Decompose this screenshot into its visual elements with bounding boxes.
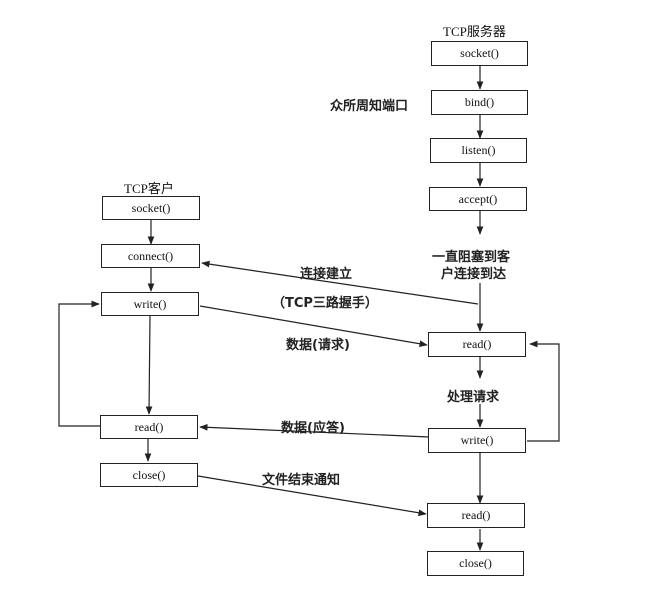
server-socket-box: socket()	[431, 41, 528, 66]
eof-notification-label: 文件结束通知	[262, 473, 341, 488]
connection-established-label: 连接建立	[300, 267, 353, 282]
three-way-handshake-label: （TCP三路握手）	[272, 296, 378, 311]
block-note-line2: 户连接到达	[441, 267, 507, 282]
arrow-eof-notification	[197, 475, 427, 517]
server-listen-box: listen()	[430, 138, 527, 163]
arrow-server-loop	[527, 340, 560, 442]
client-write-box: write()	[101, 292, 199, 316]
server-bind-box: bind()	[431, 90, 528, 115]
arrow-data-reply	[199, 423, 430, 438]
arrow-data-request	[199, 305, 428, 348]
well-known-port-label: 众所周知端口	[330, 99, 409, 114]
server-write-box: write()	[428, 428, 526, 453]
client-title: TCP客户	[124, 181, 174, 196]
arrow-client-loop	[58, 300, 100, 427]
client-read-box: read()	[100, 415, 198, 439]
client-socket-box: socket()	[102, 196, 200, 220]
server-read-box: read()	[428, 332, 526, 357]
server-close-box: close()	[427, 551, 524, 576]
block-note-line1: 一直阻塞到客	[432, 250, 511, 265]
data-reply-label: 数据(应答)	[281, 421, 345, 436]
server-read2-box: read()	[427, 503, 525, 528]
process-request-label: 处理请求	[447, 390, 500, 405]
arrow-client-write-to-read	[145, 315, 153, 415]
server-accept-box: accept()	[429, 187, 527, 211]
data-request-label: 数据(请求)	[286, 338, 350, 353]
server-title: TCP服务器	[443, 24, 506, 39]
arrow-connection-established	[201, 260, 479, 305]
client-connect-box: connect()	[101, 244, 200, 268]
client-close-box: close()	[100, 463, 198, 487]
